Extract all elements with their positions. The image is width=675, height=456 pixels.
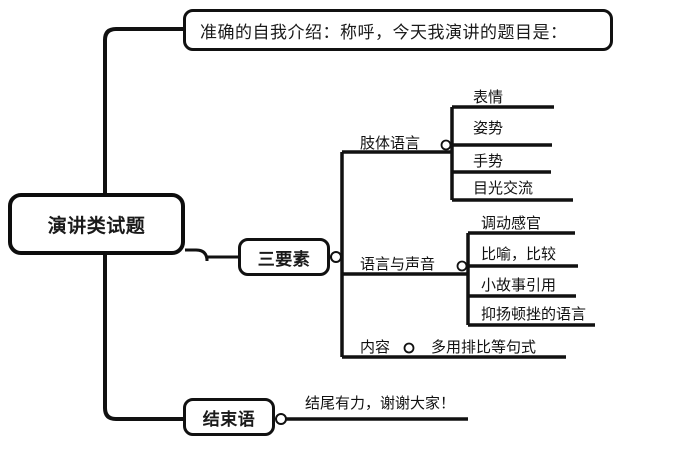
branch-node-closing-label: 结束语 [202, 409, 256, 430]
root-node[interactable]: 演讲类试题 [8, 193, 185, 255]
node-label-content[interactable]: 内容 [360, 338, 391, 356]
branch-node-intro-label: 准确的自我介绍：称呼，今天我演讲的题目是： [200, 22, 568, 43]
node-label-body-language[interactable]: 肢体语言 [360, 134, 421, 152]
node-label-language-voice[interactable]: 语言与声音 [360, 255, 436, 273]
branch-node-three-elements[interactable]: 三要素 [238, 238, 330, 276]
branch-node-closing[interactable]: 结束语 [183, 398, 275, 436]
leaf-label-gesture[interactable]: 手势 [473, 152, 504, 170]
leaf-label-story-quote[interactable]: 小故事引用 [481, 276, 557, 294]
leaf-label-intonation[interactable]: 抑扬顿挫的语言 [481, 305, 587, 323]
leaf-label-parallel-sentences[interactable]: 多用排比等句式 [431, 338, 537, 356]
leaf-label-eye-contact[interactable]: 目光交流 [473, 179, 534, 197]
root-node-label: 演讲类试题 [47, 214, 146, 237]
leaf-label-posture[interactable]: 姿势 [473, 119, 504, 137]
branch-node-three-elements-label: 三要素 [257, 249, 311, 270]
branch-node-intro[interactable]: 准确的自我介绍：称呼，今天我演讲的题目是： [183, 9, 613, 51]
leaf-label-expression[interactable]: 表情 [473, 88, 504, 106]
leaf-label-strong-ending[interactable]: 结尾有力，谢谢大家！ [305, 394, 456, 412]
leaf-label-engage-senses[interactable]: 调动感官 [481, 214, 542, 232]
leaf-label-metaphor-comparison[interactable]: 比喻，比较 [481, 245, 557, 263]
